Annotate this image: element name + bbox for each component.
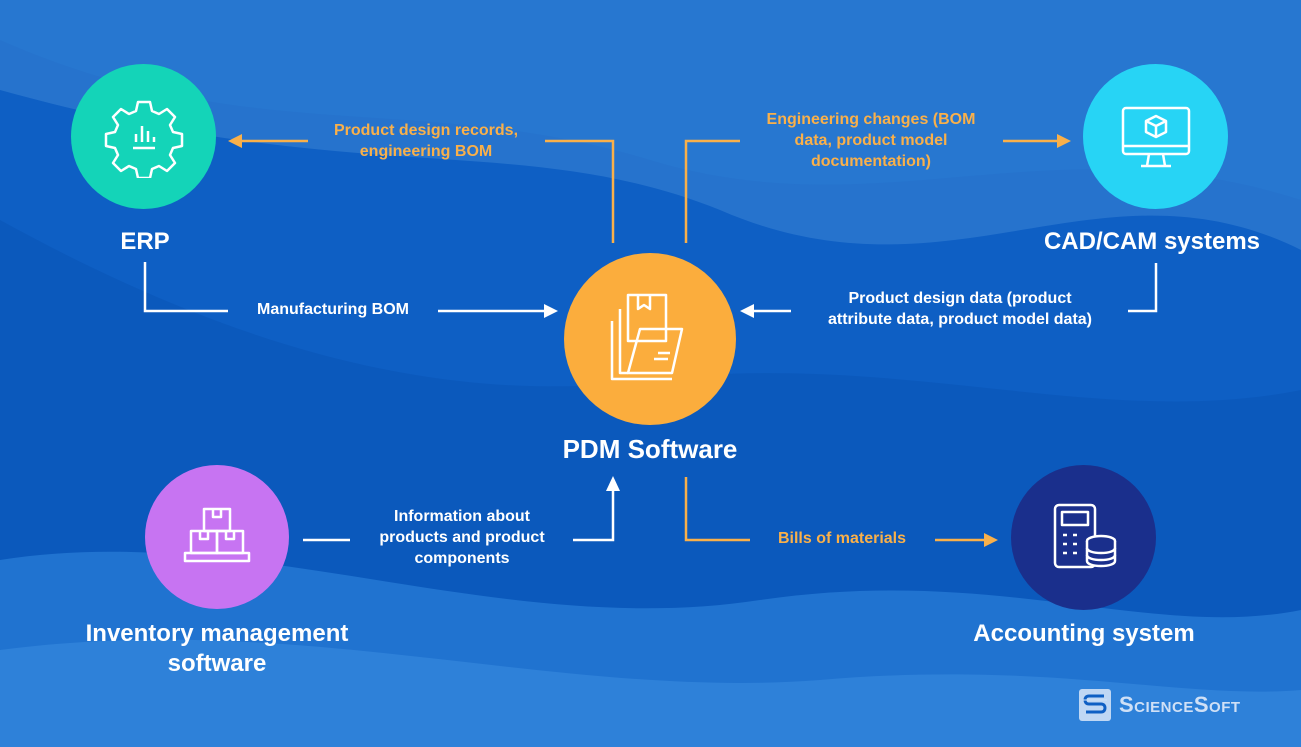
calculator-coins-icon	[1053, 503, 1116, 568]
arrowhead-pdm-to-cad	[1057, 134, 1071, 148]
arrow-pdm-to-accounting	[684, 477, 985, 542]
sciencesoft-logo-text: ScienceSoft	[1119, 692, 1241, 717]
arrowhead-cad-to-pdm	[740, 304, 754, 318]
arrow-inventory-to-pdm	[303, 490, 615, 542]
accounting-node	[1011, 465, 1156, 610]
arrowhead-pdm-to-erp	[228, 134, 242, 148]
sciencesoft-logo-mark	[1079, 689, 1111, 721]
erp-label: ERP	[120, 228, 170, 255]
inventory-label: Inventory management software	[85, 620, 349, 677]
arrowhead-pdm-to-accounting	[984, 533, 998, 547]
monitor-cube-icon	[1121, 106, 1190, 167]
gear-chart-icon	[104, 100, 183, 178]
arrow-cad-to-pdm	[752, 263, 1158, 313]
flow-label-pdm-to-erp: Product design records, engineering BOM	[333, 122, 519, 160]
pdm-node	[564, 253, 736, 425]
flow-label-cad-to-pdm: Product design data (product attribute d…	[827, 290, 1092, 328]
flow-label-pdm-to-accounting: Bills of materials	[777, 530, 907, 547]
arrow-pdm-to-cad	[684, 139, 1058, 243]
folder-document-icon	[610, 293, 684, 381]
pdm-label: PDM Software	[562, 434, 738, 464]
arrow-pdm-to-erp	[240, 139, 615, 243]
cad-node	[1083, 64, 1228, 209]
sciencesoft-logo: ScienceSoft	[1077, 686, 1241, 724]
flow-label-inventory-to-pdm: Information about products and product c…	[379, 508, 545, 567]
inventory-node	[145, 465, 289, 609]
accounting-label: Accounting system	[973, 620, 1195, 647]
flow-label-erp-to-pdm: Manufacturing BOM	[257, 301, 409, 318]
boxes-icon	[183, 507, 251, 563]
flow-label-pdm-to-cad: Engineering changes (BOM data, product m…	[766, 111, 976, 170]
arrow-erp-to-pdm	[143, 262, 546, 313]
erp-node	[71, 64, 216, 209]
arrowhead-erp-to-pdm	[544, 304, 558, 318]
arrowhead-inventory-to-pdm	[606, 476, 620, 491]
cad-label: CAD/CAM systems	[1043, 228, 1261, 255]
